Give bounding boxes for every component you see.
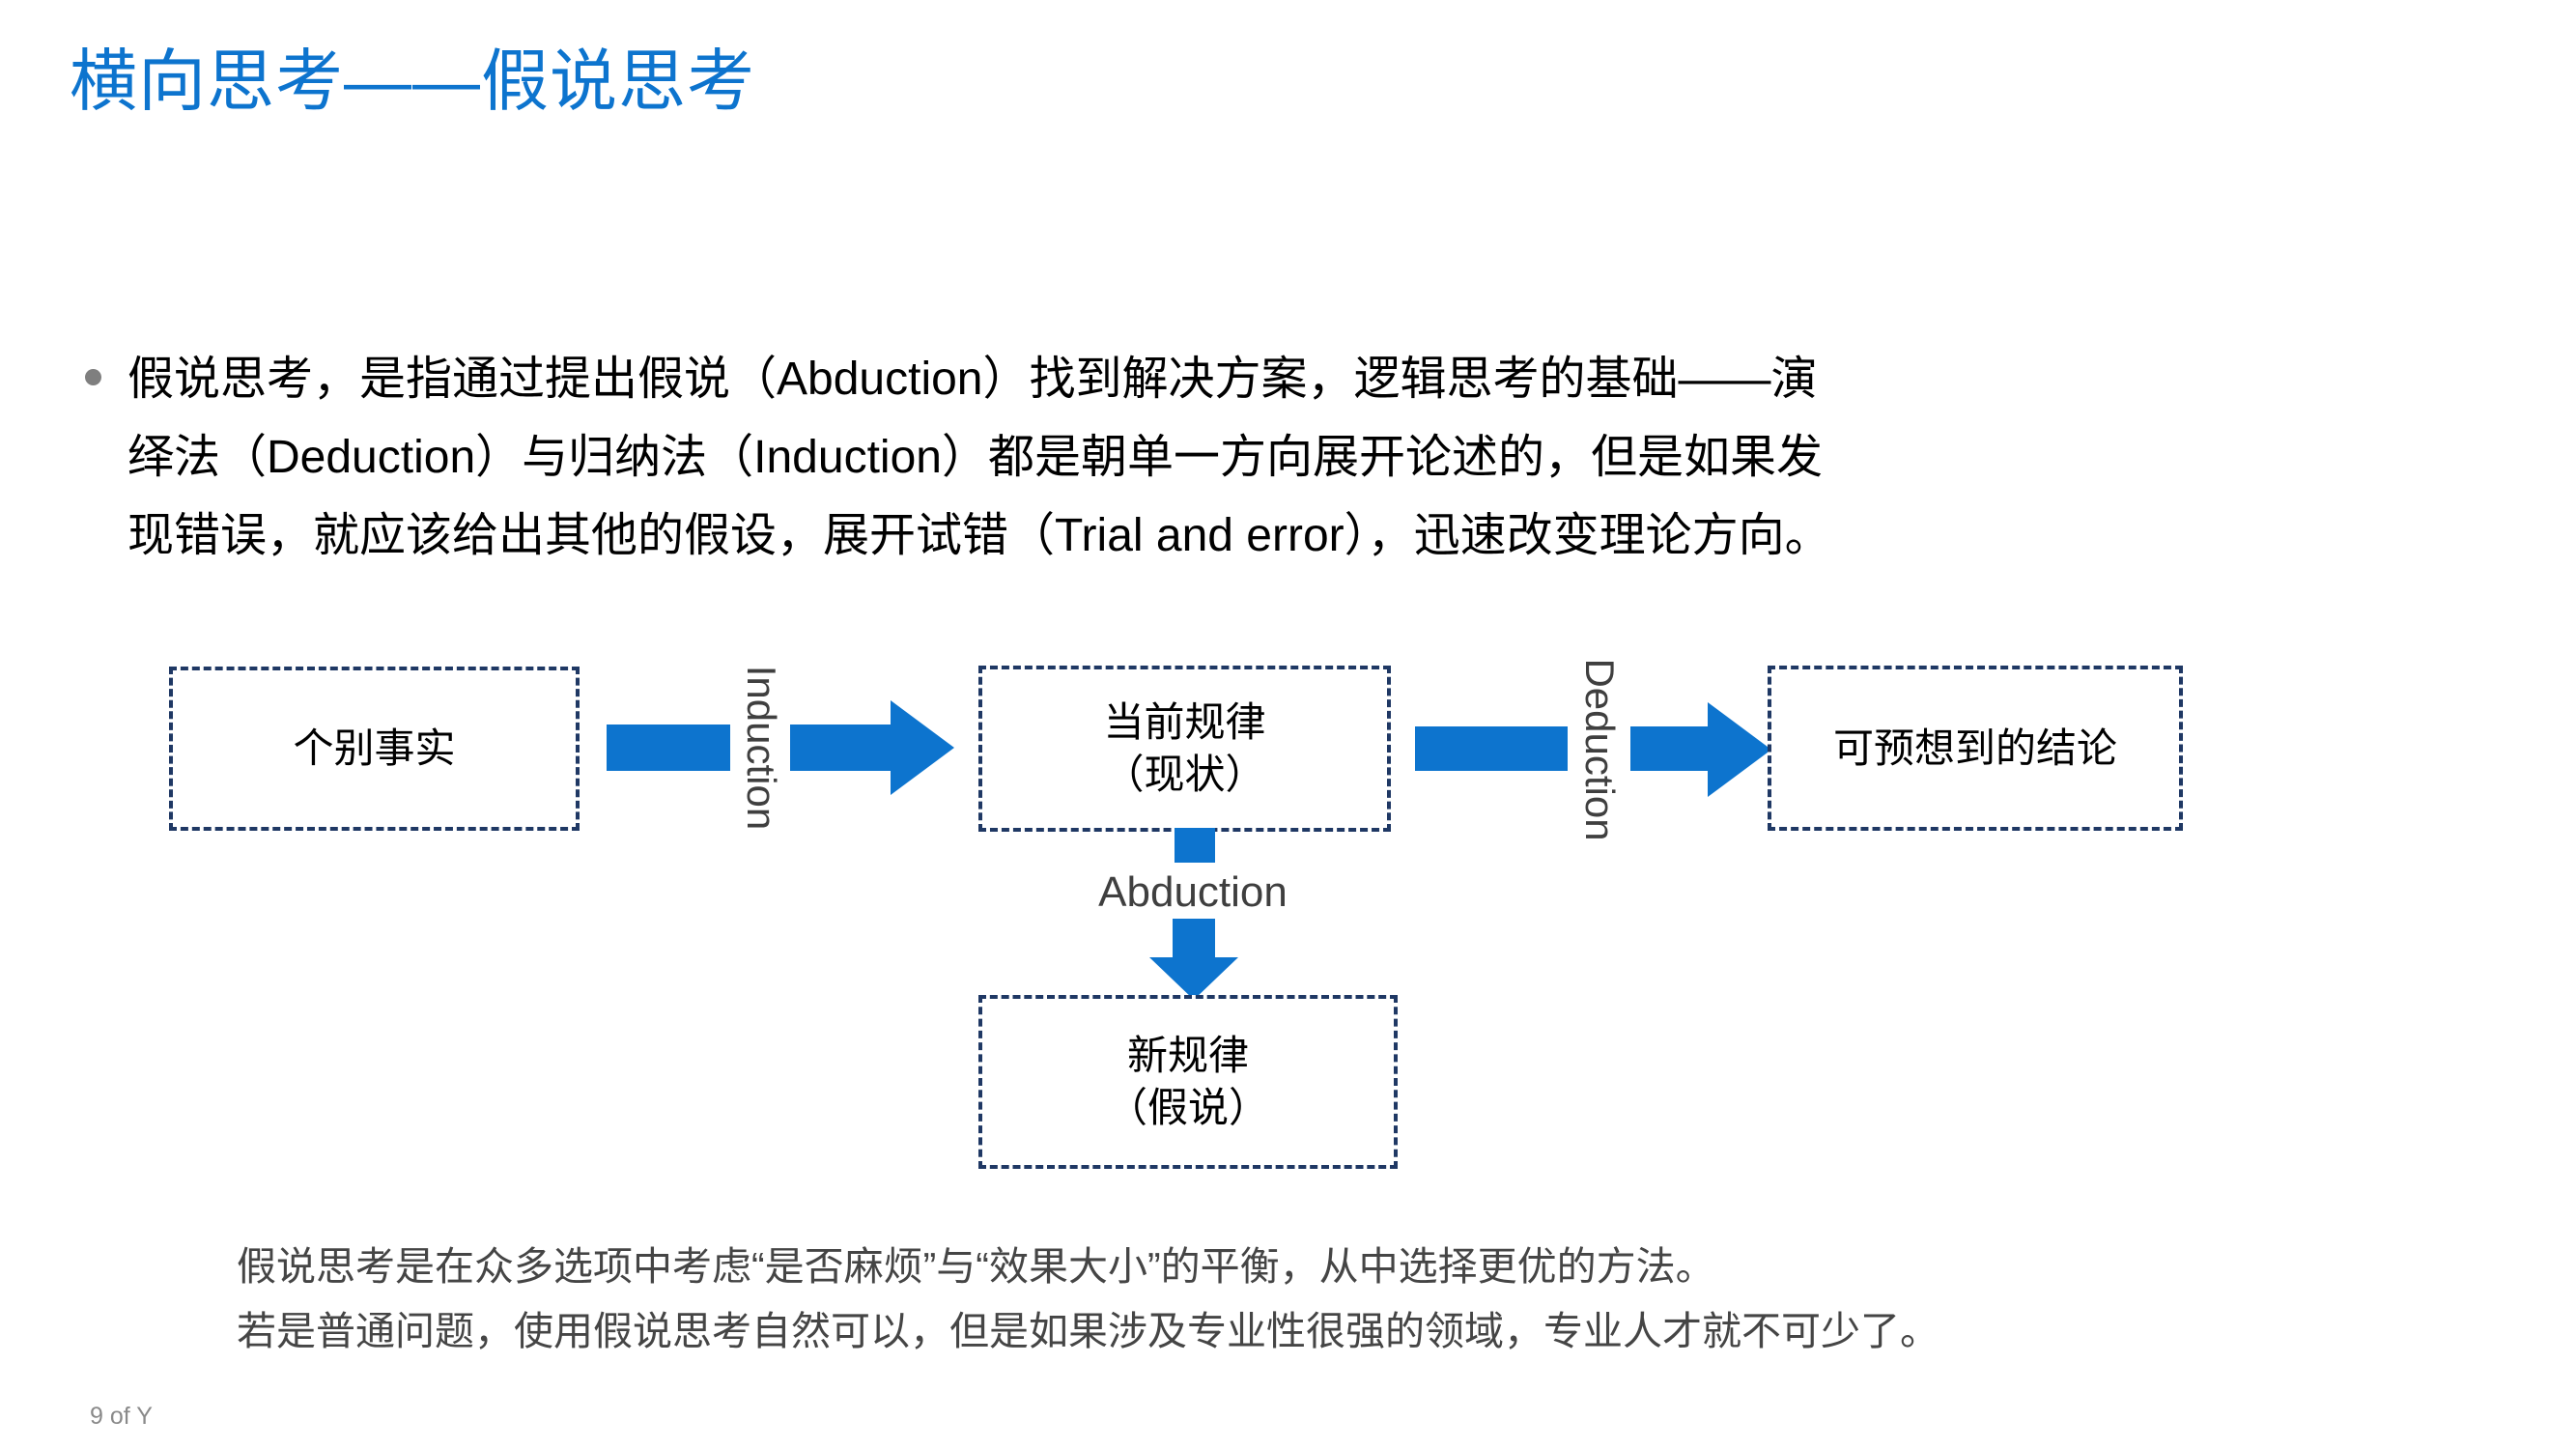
induction-arrow-head bbox=[891, 700, 954, 795]
deduction-arrow-head bbox=[1708, 702, 1771, 797]
abduction-arrow-shaft bbox=[1173, 919, 1215, 957]
box-label: 当前规律 bbox=[1103, 699, 1266, 745]
box-current-rule: 当前规律 （现状） bbox=[978, 666, 1391, 832]
note-line: 假说思考是在众多选项中考虑“是否麻烦”与“效果大小”的平衡，从中选择更优的方法。 bbox=[237, 1244, 1715, 1289]
box-new-rule: 新规律 （假说） bbox=[978, 995, 1398, 1169]
paragraph-line: 现错误，就应该给出其他的假设，展开试错（Trial and error），迅速改… bbox=[127, 510, 1831, 561]
bullet-dot bbox=[85, 369, 101, 385]
box-label: 新规律 bbox=[1126, 1033, 1249, 1078]
induction-arrow-shaft-left bbox=[607, 724, 730, 771]
paragraph-line: 绎法（Deduction）与归纳法（Induction）都是朝单一方向展开论述的… bbox=[127, 432, 1823, 483]
deduction-label: Deduction bbox=[1577, 658, 1623, 841]
box-label: （假说） bbox=[1106, 1085, 1269, 1130]
abduction-label: Abduction bbox=[1098, 868, 1288, 916]
deduction-arrow-shaft-right bbox=[1630, 726, 1710, 771]
slide-title: 横向思考——假说思考 bbox=[70, 43, 755, 119]
note-line: 若是普通问题，使用假说思考自然可以，但是如果涉及专业性很强的领域，专业人才就不可… bbox=[237, 1309, 1939, 1353]
box-predictable-conclusion: 可预想到的结论 bbox=[1768, 666, 2183, 831]
box-label: 个别事实 bbox=[293, 725, 456, 771]
page-number: 9 of Y bbox=[90, 1403, 153, 1430]
box-individual-facts: 个别事实 bbox=[169, 667, 580, 831]
bottom-note: 假说思考是在众多选项中考虑“是否麻烦”与“效果大小”的平衡，从中选择更优的方法。… bbox=[237, 1235, 1939, 1364]
body-paragraph: 假说思考，是指通过提出假说（Abduction）找到解决方案，逻辑思考的基础——… bbox=[127, 340, 1831, 575]
deduction-arrow-shaft-left bbox=[1415, 726, 1568, 771]
abduction-arrow-head bbox=[1149, 957, 1238, 1000]
abduction-connector-top bbox=[1175, 828, 1215, 863]
paragraph-line: 假说思考，是指通过提出假说（Abduction）找到解决方案，逻辑思考的基础——… bbox=[127, 354, 1818, 405]
induction-label: Induction bbox=[739, 665, 784, 831]
box-label: （现状） bbox=[1103, 752, 1266, 797]
induction-arrow-shaft-right bbox=[790, 724, 891, 771]
box-label: 可预想到的结论 bbox=[1832, 724, 2117, 771]
